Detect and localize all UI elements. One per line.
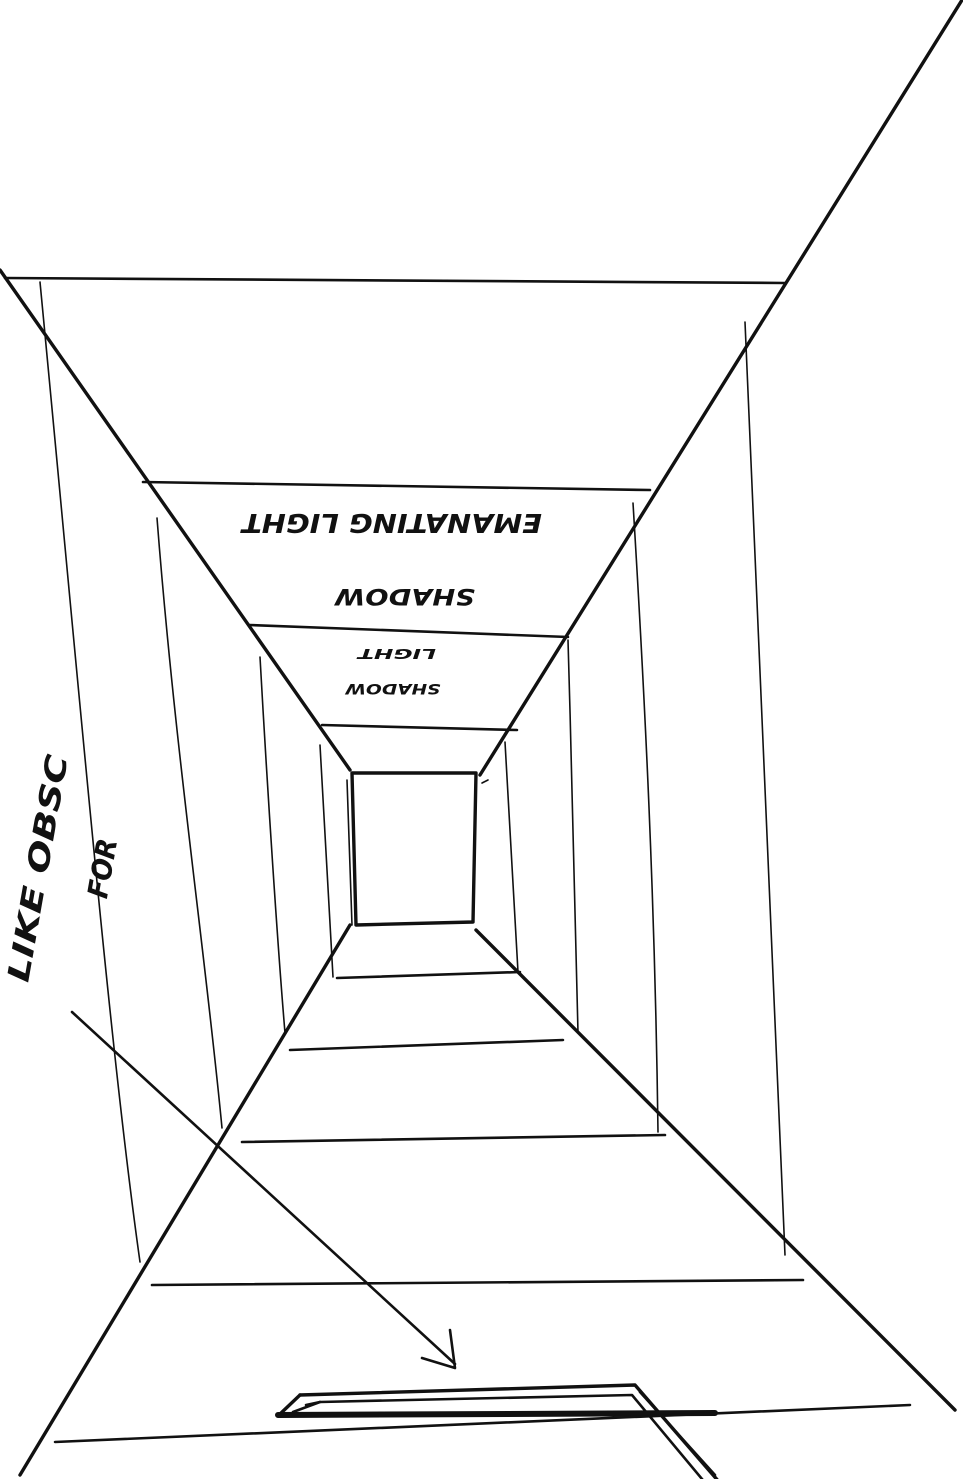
- side-note-line2: FOR: [81, 836, 124, 901]
- frame2-bottom: [242, 1135, 665, 1142]
- svg-text:FOR: FOR: [81, 836, 124, 901]
- floor-baseline: [278, 1413, 715, 1415]
- ceiling-label-shadow-1: SHADOW: [333, 583, 475, 608]
- outer-frame-bottom: [152, 1280, 803, 1285]
- frame3-right: [568, 640, 578, 1033]
- floor-rectangle-outer: [300, 1385, 720, 1479]
- frame3-bottom: [290, 1040, 563, 1050]
- svg-text:SHADOW: SHADOW: [345, 680, 441, 696]
- floor-rectangle-right-edge: [640, 1392, 715, 1475]
- svg-text:LIKE OBSC: LIKE OBSC: [1, 752, 75, 985]
- frame4-right: [505, 742, 518, 972]
- svg-text:EMANATING LIGHT: EMANATING LIGHT: [239, 507, 542, 537]
- floor-rectangle-inner: [306, 1395, 707, 1479]
- floor-rectangle-inner-left: [293, 1402, 320, 1412]
- frame2-right: [633, 503, 658, 1132]
- bottom-floor-line: [55, 1405, 910, 1442]
- frame3-left: [260, 657, 285, 1033]
- ceiling-label-shadow-2: SHADOW: [345, 680, 441, 696]
- diagonal-left-lower: [20, 925, 350, 1475]
- ceiling-label-light: LIGHT: [356, 645, 436, 660]
- small-tick: [482, 780, 488, 783]
- outer-frame-top: [5, 278, 785, 283]
- frame4-top: [322, 725, 517, 730]
- vanishing-rectangle: [352, 773, 476, 925]
- diagonal-right-upper: [480, 0, 962, 775]
- frame4-bottom: [337, 972, 520, 978]
- outer-frame-right: [745, 322, 785, 1255]
- svg-text:SHADOW: SHADOW: [333, 583, 475, 608]
- diagonal-right-lower: [476, 930, 955, 1410]
- svg-text:LIGHT: LIGHT: [356, 645, 436, 660]
- frame2-top: [143, 482, 650, 490]
- frame3-top: [249, 625, 568, 637]
- frame4-left: [320, 745, 333, 977]
- side-note-line1: LIKE OBSC: [1, 752, 75, 985]
- frame2-left: [157, 518, 222, 1128]
- ceiling-label-emanating-light: EMANATING LIGHT: [239, 507, 542, 537]
